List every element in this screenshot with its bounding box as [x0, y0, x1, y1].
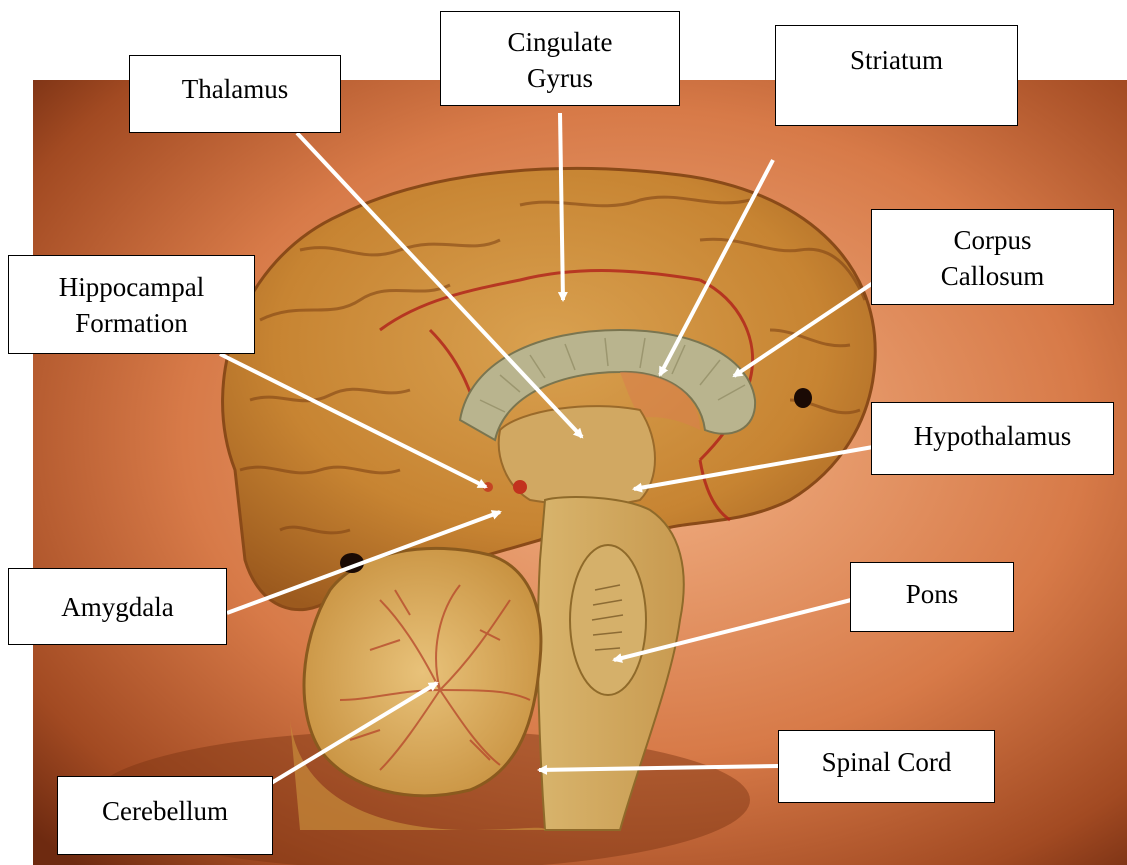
- label-amygdala: Amygdala: [8, 568, 227, 645]
- label-cerebellum: Cerebellum: [57, 776, 273, 855]
- label-corpus-callosum: Corpus Callosum: [871, 209, 1114, 305]
- label-pons: Pons: [850, 562, 1014, 632]
- label-thalamus: Thalamus: [129, 55, 341, 133]
- label-striatum: Striatum: [775, 25, 1018, 126]
- label-cingulate-gyrus: Cingulate Gyrus: [440, 11, 680, 106]
- label-hypothalamus: Hypothalamus: [871, 402, 1114, 475]
- label-cingulate-gyrus-text: Cingulate Gyrus: [508, 24, 613, 96]
- label-spinal-cord: Spinal Cord: [778, 730, 995, 803]
- label-hypothalamus-text: Hypothalamus: [914, 418, 1071, 454]
- label-striatum-text: Striatum: [850, 42, 943, 78]
- label-pons-text: Pons: [906, 576, 959, 612]
- label-spinal-cord-text: Spinal Cord: [822, 744, 952, 780]
- label-corpus-callosum-text: Corpus Callosum: [941, 222, 1045, 294]
- label-hippocampal-formation-text: Hippocampal Formation: [59, 269, 204, 341]
- label-hippocampal-formation: Hippocampal Formation: [8, 255, 255, 354]
- label-cerebellum-text: Cerebellum: [102, 793, 228, 829]
- label-thalamus-text: Thalamus: [182, 71, 288, 107]
- label-amygdala-text: Amygdala: [61, 589, 173, 625]
